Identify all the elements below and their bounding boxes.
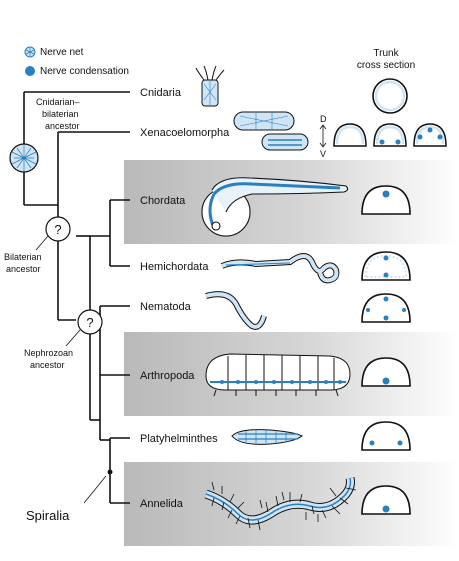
taxon-nematoda: Nematoda <box>140 301 192 313</box>
dorsal-label: D <box>320 114 327 124</box>
ventral-label: V <box>320 149 326 159</box>
nematoda-illustration <box>205 291 267 330</box>
spiralia-node-dot <box>107 469 113 475</box>
cross-section-hemichordata <box>361 251 411 281</box>
cnidarian-bilaterian-ancestor-label-2: bilaterian <box>42 109 79 119</box>
taxon-arthropoda: Arthropoda <box>140 370 195 382</box>
legend-nerve-condensation-label: Nerve condensation <box>40 66 129 77</box>
cnidaria-polyp-illustration <box>195 65 225 107</box>
legend: Nerve net Nerve condensation <box>24 46 129 77</box>
nerve-net-legend-icon <box>24 46 36 58</box>
cross-section-header-line1: Trunk <box>373 48 399 59</box>
hemichordata-illustration <box>220 253 340 284</box>
svg-text:?: ? <box>54 222 61 237</box>
taxon-chordata: Chordata <box>140 195 186 207</box>
phylogenetic-tree <box>23 91 130 504</box>
svg-text:?: ? <box>86 315 93 330</box>
dv-arrow-icon <box>319 124 327 148</box>
platyhelminthes-illustration <box>231 429 303 445</box>
taxon-xenacoelomorpha: Xenacoelomorpha <box>140 127 230 139</box>
taxon-annelida: Annelida <box>140 498 184 510</box>
nephrozoan-ancestor-node: ? <box>77 309 103 335</box>
cnidarian-bilaterian-ancestor-node <box>9 143 39 173</box>
cross-section-header-line2: cross section <box>357 60 415 71</box>
bilaterian-ancestor-label-1: Bilaterian <box>4 252 42 262</box>
cross-section-annelida <box>361 485 411 515</box>
taxon-platyhelminthes: Platyhelminthes <box>140 433 218 445</box>
cross-section-chordata <box>361 185 411 215</box>
cnidarian-bilaterian-ancestor-label-3: ancestor <box>45 121 80 131</box>
nephrozoan-ancestor-label-1: Nephrozoan <box>24 348 73 358</box>
spiralia-label: Spiralia <box>26 508 70 523</box>
xenacoelomorpha-illustration <box>233 111 309 151</box>
cross-sections-xenacoelomorpha <box>333 123 447 147</box>
cross-section-nematoda <box>361 293 411 323</box>
nerve-condensation-legend-icon <box>25 66 35 76</box>
cross-section-cnidaria <box>372 78 408 114</box>
cross-section-platyhelminthes <box>361 421 411 451</box>
taxon-hemichordata: Hemichordata <box>140 261 209 273</box>
cnidarian-bilaterian-ancestor-label-1: Cnidarian– <box>36 97 80 107</box>
annelida-illustration <box>204 476 357 531</box>
taxon-cnidaria: Cnidaria <box>140 87 182 99</box>
chordata-embryo-illustration <box>201 177 349 237</box>
bilaterian-ancestor-label-2: ancestor <box>6 264 41 274</box>
nephrozoan-ancestor-label-2: ancestor <box>30 360 65 370</box>
arthropoda-illustration <box>205 353 351 397</box>
legend-nerve-net-label: Nerve net <box>40 47 84 58</box>
cross-section-arthropoda <box>361 357 411 387</box>
bilaterian-ancestor-node: ? <box>45 216 71 242</box>
